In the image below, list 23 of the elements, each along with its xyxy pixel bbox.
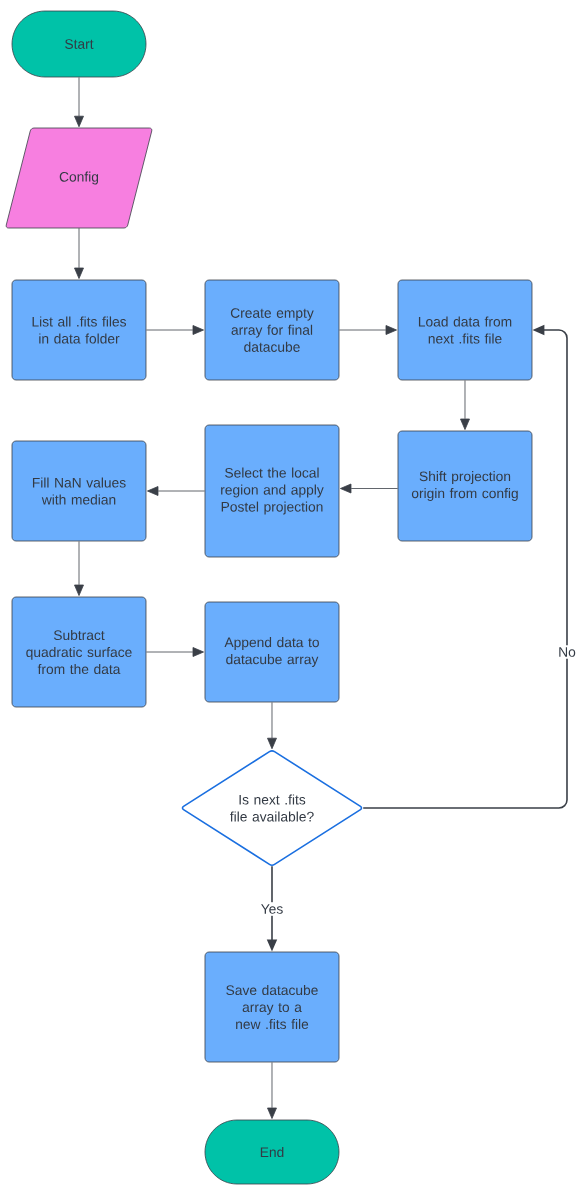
process-box: Subtract quadratic surface from the data [11,596,147,708]
arrow [339,325,397,335]
arrow [74,227,84,279]
process-box: Create empty array for final datacube [204,279,340,381]
arrow [74,541,84,596]
process-box: Save datacube array to a new .fits file [204,951,340,1063]
arrow [74,77,84,128]
process-box: Load data from next .fits file [397,279,533,381]
edge-label: No [556,645,578,659]
arrow [460,380,470,430]
arrow [267,702,277,750]
process-box: Select the local region and apply Postel projection [204,424,340,558]
arrow [146,647,204,657]
process-box: List all .fits files in data folder [11,279,147,381]
process-box: Shift projection origin from config [397,430,533,542]
arrow [147,486,205,496]
process-box: Fill NaN values with median [11,440,147,542]
arrow [267,1062,277,1119]
arrow [146,325,204,335]
process-box: Append data to datacube array [204,601,340,703]
input-parallelogram: Config [5,127,153,229]
edge-label: Yes [258,902,286,916]
arrow [340,483,398,494]
